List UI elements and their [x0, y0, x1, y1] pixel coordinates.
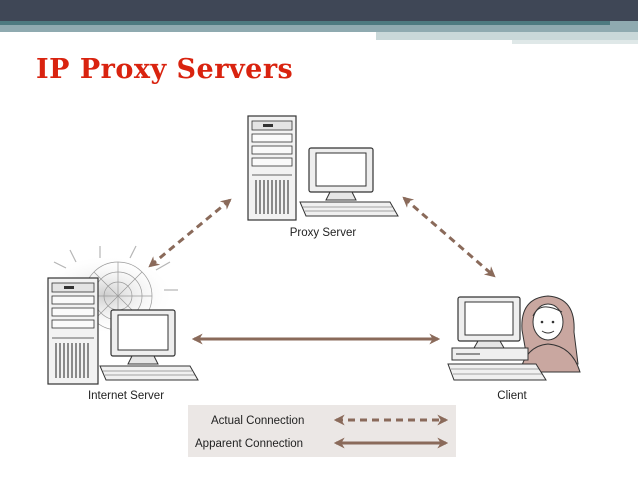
internet-proxy-actual-connection: [148, 198, 232, 268]
proxy-server-node: Proxy Server: [247, 115, 399, 239]
header-stripe-dark: [0, 21, 610, 25]
proxy-tower-icon: [247, 115, 297, 221]
client-keyboard-icon: [447, 363, 547, 381]
header-stripe: [0, 21, 638, 32]
legend: Actual Connection Apparent Connection: [188, 405, 456, 457]
proxy-keyboard-icon: [299, 201, 399, 217]
internet-server-node: Internet Server: [35, 245, 199, 402]
internet-server-label: Internet Server: [88, 390, 164, 402]
legend-apparent-label: Apparent Connection: [195, 438, 303, 450]
legend-actual-label: Actual Connection: [211, 415, 304, 427]
proxy-server-label: Proxy Server: [290, 227, 357, 239]
proxy-client-actual-connection: [402, 196, 496, 278]
client-monitor-icon: [457, 296, 521, 349]
proxy-monitor-icon: [308, 147, 374, 201]
header-accent-stripe: [376, 32, 638, 40]
header-accent-stripe-small: [512, 40, 638, 44]
client-desktop-unit-icon: [451, 347, 529, 361]
slide-title: IP Proxy Servers: [36, 54, 294, 85]
internet-tower-icon: [47, 277, 99, 385]
internet-keyboard-icon: [99, 365, 199, 381]
internet-monitor-icon: [110, 309, 176, 365]
client-node: Client: [447, 295, 581, 402]
user-person-icon: [519, 295, 581, 373]
client-label: Client: [497, 390, 527, 402]
